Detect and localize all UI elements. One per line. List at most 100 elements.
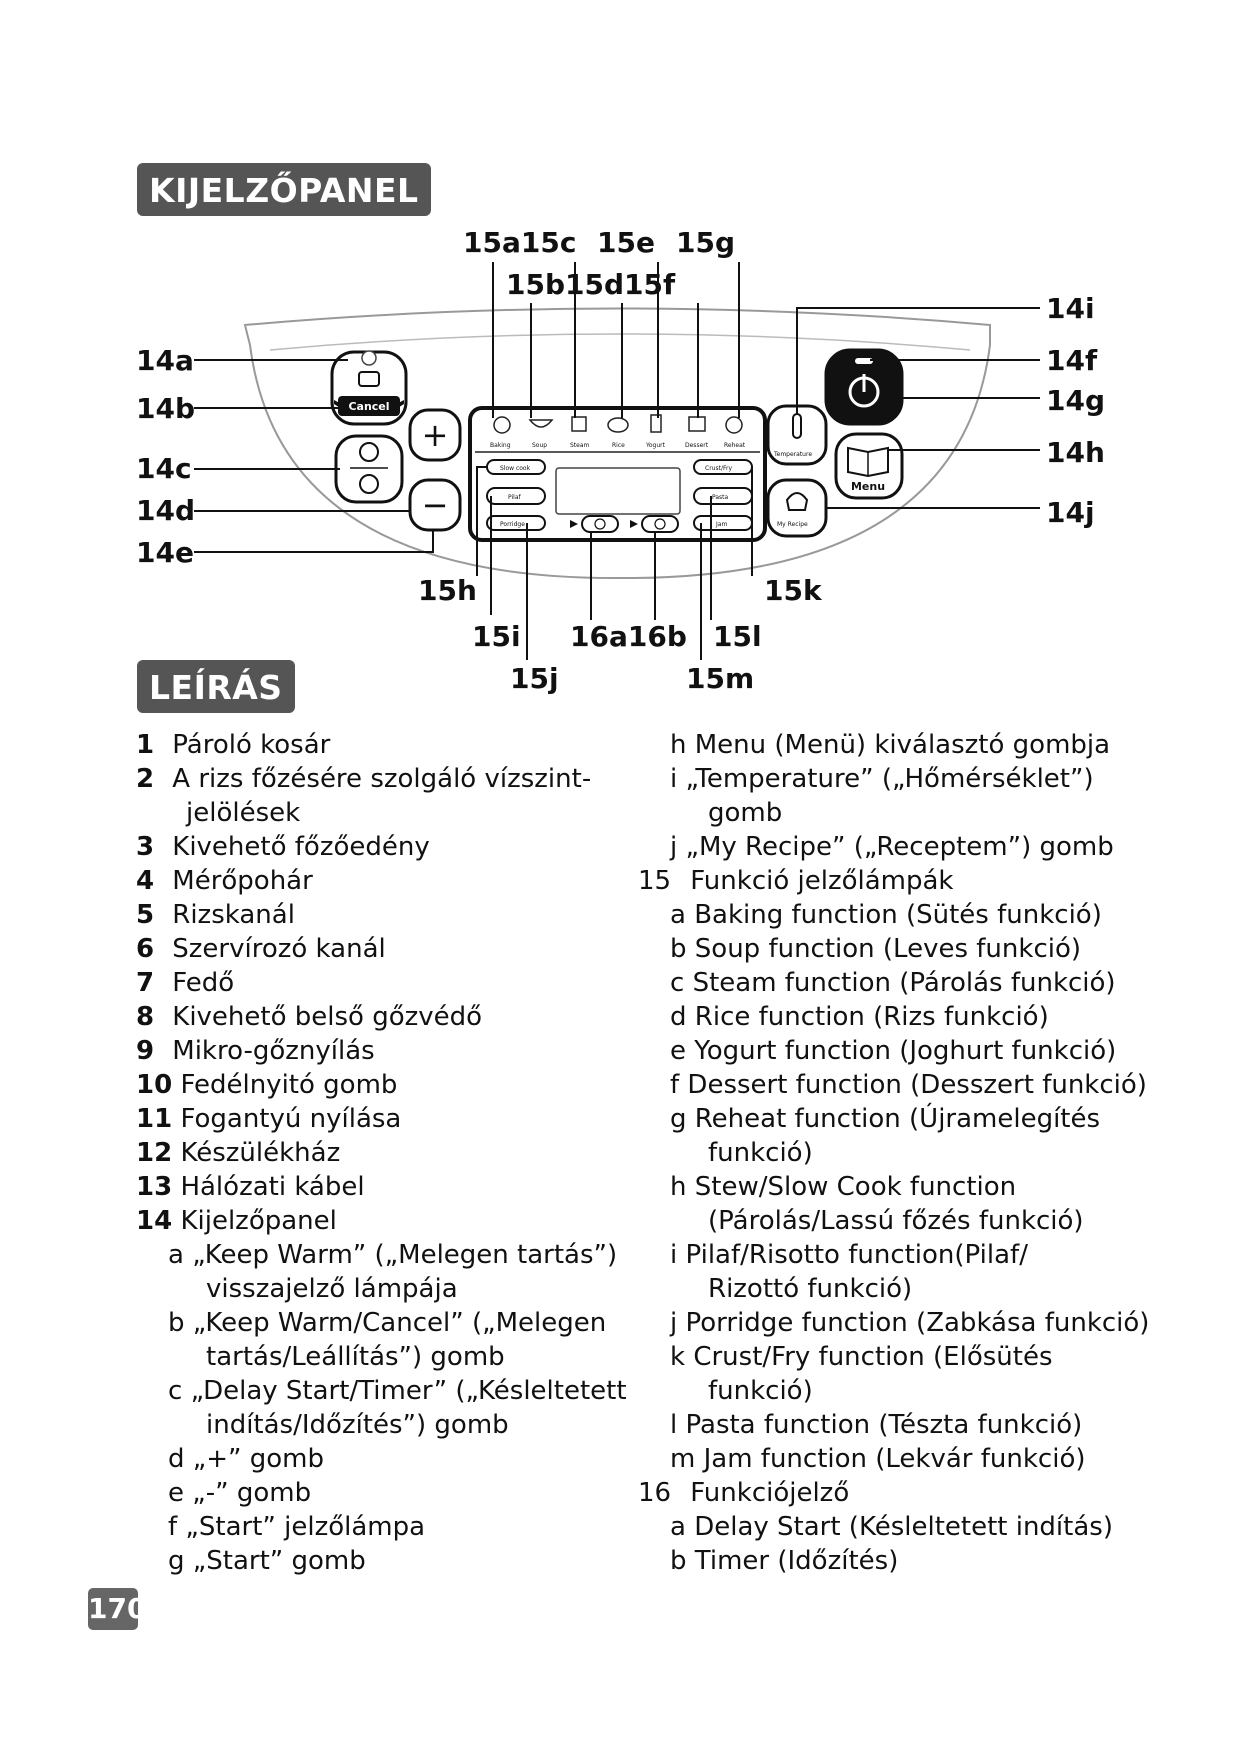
svg-text:14c: 14c: [136, 452, 192, 485]
svg-text:Pasta: Pasta: [712, 494, 729, 501]
list-item: 13 Hálózati kábel: [136, 1172, 365, 1202]
list-subitem: e Yogurt function (Joghurt funkció): [670, 1036, 1117, 1066]
panel-outline: [243, 307, 991, 580]
list-subitem-continuation: (Párolás/Lassú főzés funkció): [708, 1206, 1084, 1236]
list-item: 11 Fogantyú nyílása: [136, 1104, 402, 1134]
steam-icon: [571, 416, 587, 432]
svg-text:Yogurt: Yogurt: [645, 442, 666, 449]
list-subitem-continuation: indítás/Időzítés”) gomb: [206, 1410, 509, 1440]
svg-text:My Recipe: My Recipe: [777, 521, 808, 528]
reheat-icon: [725, 416, 743, 434]
list-subitem-continuation: visszajelző lámpája: [206, 1274, 458, 1304]
control-panel-diagram: Baking Soup Steam Rice Yogurt Dessert Re…: [136, 226, 1105, 695]
svg-text:14b: 14b: [136, 392, 195, 425]
svg-text:Rice: Rice: [612, 442, 625, 449]
list-subitem: g „Start” gomb: [168, 1546, 366, 1576]
svg-text:Porridge: Porridge: [500, 521, 525, 528]
list-subitem: m Jam function (Lekvár funkció): [670, 1444, 1086, 1474]
leader-lines: [194, 262, 1040, 660]
svg-text:Pilaf: Pilaf: [508, 494, 521, 501]
svg-text:Crust/Fry: Crust/Fry: [705, 465, 732, 472]
list-item: 15 Funkció jelzőlámpák: [638, 866, 954, 896]
list-item: 8 Kivehető belső gőzvédő: [136, 1002, 483, 1032]
svg-text:14f: 14f: [1046, 344, 1098, 377]
porridge-button[interactable]: [486, 515, 546, 531]
timer-icon: [359, 474, 379, 494]
svg-text:15a15c: 15a15c: [463, 226, 576, 259]
delay-start-arrow-icon: [570, 520, 578, 528]
list-subitem: b Soup function (Leves funkció): [670, 934, 1082, 964]
list-subitem: g Reheat function (Újramelegítés: [670, 1104, 1101, 1134]
list-subitem: i Pilaf/Risotto function(Pilaf/: [670, 1240, 1028, 1270]
list-item: 6 Szervírozó kanál: [136, 934, 386, 964]
minus-button[interactable]: [408, 478, 462, 532]
svg-text:14d: 14d: [136, 494, 195, 527]
svg-text:15b15d15f: 15b15d15f: [506, 268, 676, 301]
list-item: 5 Rizskanál: [136, 900, 295, 930]
svg-text:Steam: Steam: [570, 442, 590, 449]
panel-inner-outline: [269, 333, 971, 351]
svg-text:16a16b: 16a16b: [570, 620, 687, 653]
list-subitem: e „-” gomb: [168, 1478, 312, 1508]
start-indicator-light: [855, 358, 873, 364]
list-subitem: b „Keep Warm/Cancel” („Melegen: [168, 1308, 607, 1338]
pilaf-button[interactable]: [486, 487, 546, 505]
list-subitem: c „Delay Start/Timer” („Késleltetett: [168, 1376, 627, 1406]
list-subitem: j „My Recipe” („Receptem”) gomb: [670, 832, 1114, 862]
list-subitem: d „+” gomb: [168, 1444, 325, 1474]
list-subitem-continuation: gomb: [708, 798, 783, 828]
svg-text:Temperature: Temperature: [773, 451, 812, 458]
list-item: 3 Kivehető főzőedény: [136, 832, 430, 862]
svg-text:15e: 15e: [597, 226, 655, 259]
clock-icon: [359, 442, 379, 462]
list-item-continuation: jelölések: [186, 798, 301, 828]
baking-icon: [493, 416, 511, 434]
svg-text:14i: 14i: [1046, 292, 1095, 325]
svg-text:Reheat: Reheat: [724, 442, 746, 449]
list-subitem-continuation: Rizottó funkció): [708, 1274, 913, 1304]
yogurt-icon: [650, 414, 662, 433]
list-item: 14 Kijelzőpanel: [136, 1206, 337, 1236]
list-item: 7 Fedő: [136, 968, 235, 998]
list-item: 16 Funkciójelző: [638, 1478, 850, 1508]
svg-text:Menu: Menu: [851, 480, 885, 493]
list-subitem: c Steam function (Párolás funkció): [670, 968, 1116, 998]
list-subitem: j Porridge function (Zabkása funkció): [670, 1308, 1150, 1338]
list-subitem: a „Keep Warm” („Melegen tartás”): [168, 1240, 618, 1270]
svg-text:15h: 15h: [418, 574, 477, 607]
keep-warm-icon: [358, 371, 380, 387]
rice-icon: [607, 417, 629, 433]
delay-start-indicator: [581, 515, 619, 533]
svg-text:+: +: [422, 416, 449, 454]
svg-text:14h: 14h: [1046, 436, 1105, 469]
list-subitem: b Timer (Időzítés): [670, 1546, 899, 1576]
svg-text:Dessert: Dessert: [685, 442, 709, 449]
parts-list-right: h Menu (Menü) kiválasztó gombja i „Tempe…: [638, 728, 1149, 1578]
svg-text:Cancel: Cancel: [348, 400, 389, 413]
list-subitem: h Stew/Slow Cook function: [670, 1172, 1017, 1202]
list-subitem: d Rice function (Rizs funkció): [670, 1002, 1049, 1032]
svg-text:Baking: Baking: [490, 442, 511, 449]
svg-text:14g: 14g: [1046, 384, 1105, 417]
list-subitem: k Crust/Fry function (Elősütés: [670, 1342, 1053, 1372]
svg-text:15g: 15g: [676, 226, 735, 259]
list-subitem-continuation: tartás/Leállítás”) gomb: [206, 1342, 505, 1372]
svg-text:15m: 15m: [686, 662, 754, 695]
list-subitem: a Delay Start (Késleltetett indítás): [670, 1512, 1113, 1542]
list-subitem: i „Temperature” („Hőmérséklet”): [670, 764, 1094, 794]
plus-button[interactable]: [408, 408, 462, 462]
function-icons-row: Baking Soup Steam Rice Yogurt Dessert Re…: [490, 414, 746, 449]
soup-icon: [528, 419, 554, 428]
list-subitem: f Dessert function (Desszert funkció): [670, 1070, 1147, 1100]
svg-text:15l: 15l: [713, 620, 762, 653]
list-item: 12 Készülékház: [136, 1138, 341, 1168]
section-heading-display-panel: KIJELZŐPANEL: [137, 163, 431, 216]
svg-text:14e: 14e: [136, 536, 194, 569]
list-item: 9 Mikro-gőznyílás: [136, 1036, 375, 1066]
list-item: 1 Pároló kosár: [136, 730, 331, 760]
svg-text:Jam: Jam: [715, 521, 727, 528]
menu-button[interactable]: [834, 432, 904, 500]
svg-text:−: −: [422, 486, 449, 524]
svg-text:14a: 14a: [136, 344, 194, 377]
timer-indicator: [641, 515, 679, 533]
